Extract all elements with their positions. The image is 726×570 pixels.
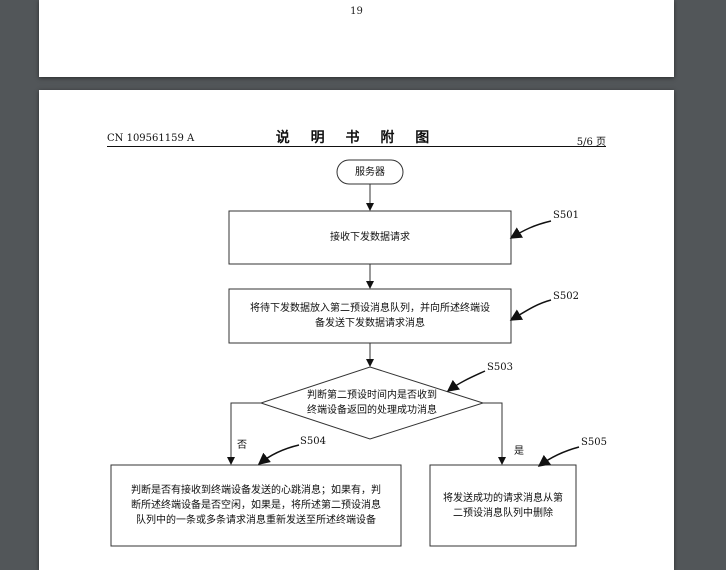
s505-text: 将发送成功的请求消息从第 二预设消息队列中删除 <box>430 465 576 546</box>
s503-step-label: S503 <box>487 362 513 373</box>
s505-line: 将发送成功的请求消息从第 <box>443 492 563 504</box>
s503-diamond <box>259 366 485 440</box>
s502-text: 将待下发数据放入第二预设消息队列，并向所述终端设 备发送下发数据请求消息 <box>229 289 511 343</box>
s504-text: 判断是否有接收到终端设备发送的心跳消息；如果有，判 断所述终端设备是否空闲，如果… <box>111 465 401 546</box>
publication-number: CN 109561159 A <box>107 133 195 144</box>
s504-step-label: S504 <box>300 436 326 447</box>
arrow-no <box>227 402 261 465</box>
arrow-yes <box>483 402 506 465</box>
start-label: 服务器 <box>355 166 385 178</box>
s502-step-label: S502 <box>553 291 579 302</box>
s503-line: 判断第二预设时间内是否收到 <box>307 390 437 401</box>
s501-text: 接收下发数据请求 <box>330 232 410 243</box>
s501-step-label: S501 <box>553 210 579 221</box>
s501-leader <box>509 220 552 239</box>
s504-leader <box>257 444 300 465</box>
s505-box <box>429 464 577 547</box>
s505-line: 二预设消息队列中删除 <box>453 507 553 519</box>
previous-page: 19 <box>39 0 674 77</box>
s502-line: 将待下发数据放入第二预设消息队列，并向所述终端设 <box>250 303 490 314</box>
sheet-number: 5/6 页 <box>576 137 606 148</box>
branch-no-label: 否 <box>237 440 247 451</box>
s504-line: 队列中的一条或多条请求消息重新发送至所述终端设备 <box>136 515 376 526</box>
page-number: 19 <box>350 6 363 17</box>
drawing-page: CN 109561159 A 说 明 书 附 图 5/6 页 服务器 接收下发数… <box>39 90 674 570</box>
page-title: 说 明 书 附 图 <box>275 130 438 146</box>
s504-box <box>110 464 402 547</box>
s502-leader <box>509 299 552 321</box>
s503-leader <box>446 370 486 392</box>
s505-leader <box>537 446 580 467</box>
s503-line: 终端设备返回的处理成功消息 <box>307 405 437 416</box>
s505-step-label: S505 <box>581 437 607 448</box>
s502-box <box>228 288 512 344</box>
s504-line: 判断是否有接收到终端设备发送的心跳消息；如果有，判 <box>131 485 381 496</box>
s503-text: 判断第二预设时间内是否收到 终端设备返回的处理成功消息 <box>261 379 483 427</box>
flowchart <box>110 159 580 547</box>
s504-line: 断所述终端设备是否空闲，如果是，将所述第二预设消息 <box>131 500 381 511</box>
branch-yes-label: 是 <box>514 446 524 457</box>
s502-line: 备发送下发数据请求消息 <box>315 318 425 329</box>
header-rule <box>107 146 606 147</box>
